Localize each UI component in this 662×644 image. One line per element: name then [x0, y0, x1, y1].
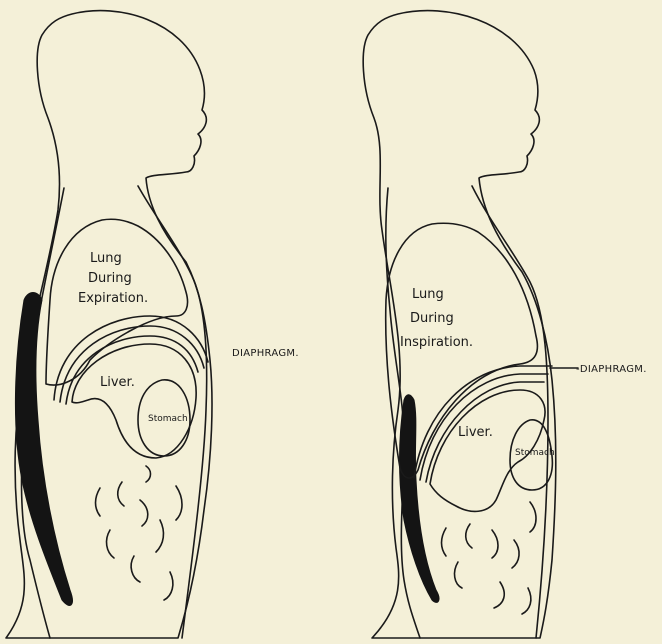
expiration-intestines — [96, 466, 183, 600]
expiration-figure: Lung During Expiration. Liver. Stomach D… — [6, 11, 299, 638]
expiration-diaphragm-label: DIAPHRAGM. — [232, 348, 299, 359]
expiration-stomach-label: Stomach — [148, 414, 188, 424]
inspiration-diaphragm-label: -DIAPHRAGM. — [576, 364, 647, 375]
inspiration-intestines — [442, 502, 537, 614]
inspiration-stomach-label: Stomach — [515, 448, 555, 458]
inspiration-lung-label-1: Lung — [412, 287, 444, 302]
expiration-chest-line — [138, 186, 207, 638]
expiration-liver — [72, 344, 196, 458]
inspiration-figure: Lung During Inspiration. Liver. Stomach … — [363, 11, 647, 638]
inspiration-lung-label-3: Inspiration. — [400, 335, 473, 350]
expiration-lung-label-2: During — [88, 271, 132, 286]
expiration-lung-label-1: Lung — [90, 251, 122, 266]
expiration-spine-band — [15, 293, 72, 606]
expiration-liver-label: Liver. — [100, 375, 135, 390]
inspiration-liver-label: Liver. — [458, 425, 493, 440]
inspiration-lung-label-2: During — [410, 311, 454, 326]
inspiration-spine-band — [400, 395, 439, 603]
expiration-lung-label-3: Expiration. — [78, 291, 148, 306]
